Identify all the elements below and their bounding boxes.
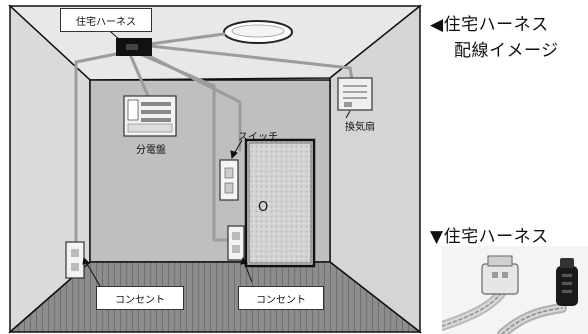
harness-photo <box>442 246 588 334</box>
outlet-left-plate <box>65 241 85 279</box>
caption-wiring-title: ◀住宅ハーネス <box>430 15 549 35</box>
outlet-left-label: コンセント <box>115 294 165 306</box>
outlet-right-label-box: コンセント <box>238 286 324 310</box>
outlet-right-label: コンセント <box>256 294 306 306</box>
door <box>244 138 316 268</box>
fan-label: 換気扇 <box>345 122 375 133</box>
distribution-board <box>123 95 177 137</box>
black-connector-icon <box>556 258 578 306</box>
door-mark: O <box>258 200 269 215</box>
caption-photo-title: ▼住宅ハーネス <box>430 227 549 247</box>
switch-plate <box>219 159 239 201</box>
callout-arrows <box>82 25 351 287</box>
caption-wiring-subtitle: 配線イメージ <box>454 41 559 61</box>
switch-label: スイッチ <box>238 132 278 143</box>
outlet-left-label-box: コンセント <box>96 286 184 310</box>
harness-cables <box>74 32 354 244</box>
ventilation-fan <box>337 77 373 111</box>
distribution-board-label: 分電盤 <box>136 145 166 156</box>
outlet-right-plate <box>227 225 245 261</box>
harness-label-box: 住宅ハーネス <box>60 8 152 32</box>
white-connector-icon <box>481 255 519 295</box>
harness-label: 住宅ハーネス <box>76 16 136 28</box>
